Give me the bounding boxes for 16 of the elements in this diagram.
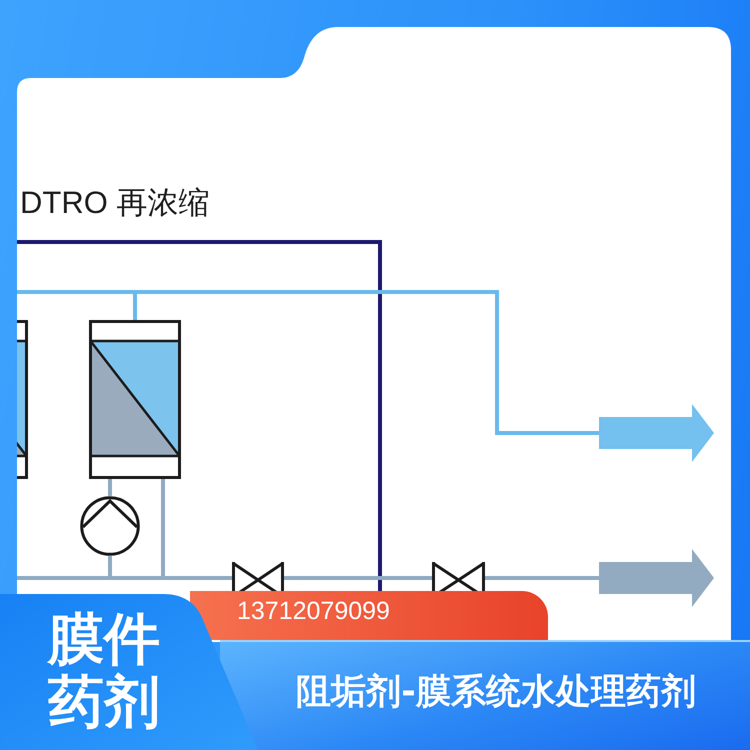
membrane-module [17,320,28,479]
pipe-line [108,479,112,496]
banner-tab [190,591,548,640]
banner-slogan: 阻垢剂-膜系统水处理药剂 [296,671,696,713]
valve-symbol [232,562,284,591]
pipe-line [284,576,432,580]
pump-symbol [80,496,140,556]
phone-number: 13712079099 [237,596,390,626]
outlet-arrow [599,549,714,607]
membrane-module [89,320,181,479]
banner-band [220,640,750,750]
stage-label: DTRO 再浓缩 [20,184,210,222]
banner-heading: 膜件药剂 [48,608,161,734]
pipe-line [485,576,599,580]
valve-symbol [432,562,485,591]
outlet-arrow [599,404,714,462]
